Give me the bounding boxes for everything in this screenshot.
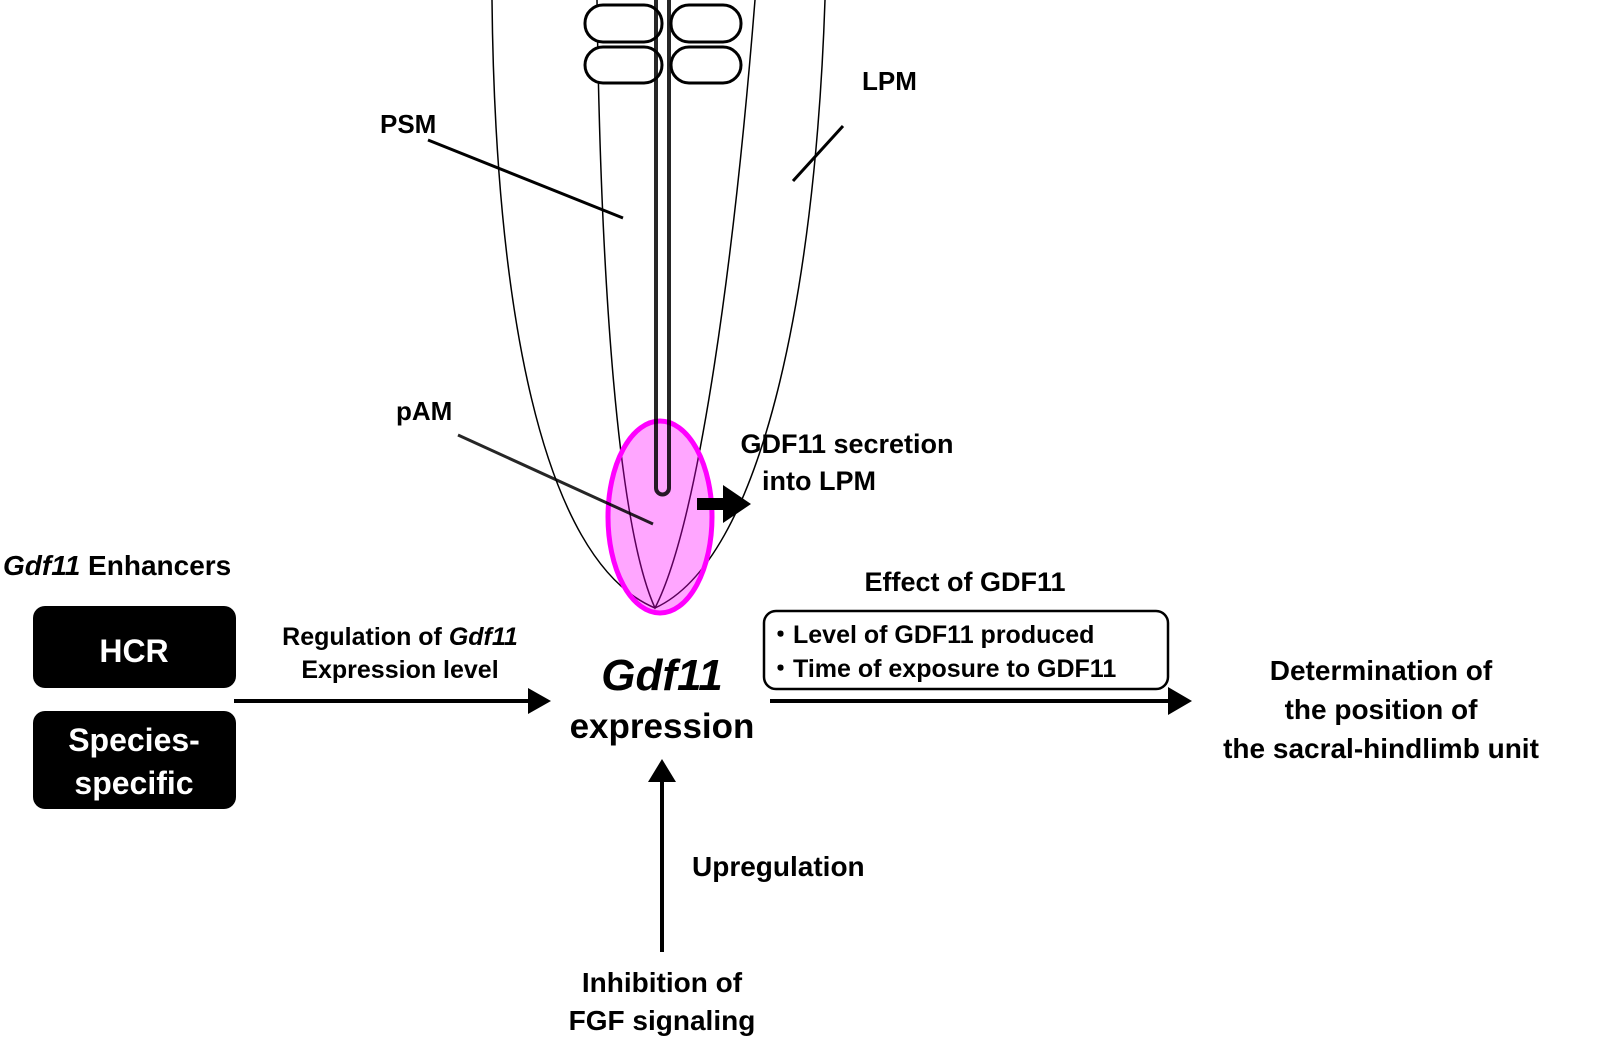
somite [669,3,743,44]
psm-label: PSM [380,109,436,139]
hcr-box [33,606,236,688]
regulation-label: Regulation of Gdf11 [282,623,518,651]
outcome-label-3: the sacral-hindlimb unit [1223,733,1539,764]
pam-region [605,418,715,616]
secretion-label-2: into LPM [762,466,876,496]
species-specific-label-2: specific [74,765,193,801]
outcome-label: Determination of [1270,655,1493,686]
upregulation-label: Upregulation [692,851,865,882]
inhibition-label: Inhibition of [582,967,743,998]
effect-box [762,609,1170,691]
arrowhead-icon [648,759,676,782]
somite [669,45,743,85]
enhancers-title: Gdf11 Enhancers [3,550,231,581]
secretion-label: GDF11 secretion [740,429,953,459]
psm-pointer [427,138,624,220]
somite [583,3,664,44]
regulation-label-2: Expression level [301,656,498,684]
hcr-label: HCR [99,633,168,669]
pam-pointer [457,433,654,526]
lpm-label: LPM [862,66,917,96]
outcome-label-2: the position of [1285,694,1479,725]
neural-tube [654,0,671,497]
effect-title: Effect of GDF11 [864,567,1065,597]
inhibition-label-2: FGF signaling [569,1005,756,1036]
expression-label: expression [570,707,755,746]
psm-inner-boundary [596,0,756,610]
lpm-pointer [791,124,845,183]
somite [583,45,664,85]
arrowhead-icon [1168,687,1192,715]
species-specific-box [33,711,236,809]
arrowhead-icon [528,688,551,714]
embryo-tail [427,0,845,616]
secretion-arrow-icon [697,485,751,523]
pam-label: pAM [396,396,452,426]
effect-item: ・Level of GDF11 produced [768,621,1094,649]
gdf11-gene-label: Gdf11 [601,651,722,700]
species-specific-label: Species- [68,722,200,758]
effect-item: ・Time of exposure to GDF11 [768,655,1116,683]
